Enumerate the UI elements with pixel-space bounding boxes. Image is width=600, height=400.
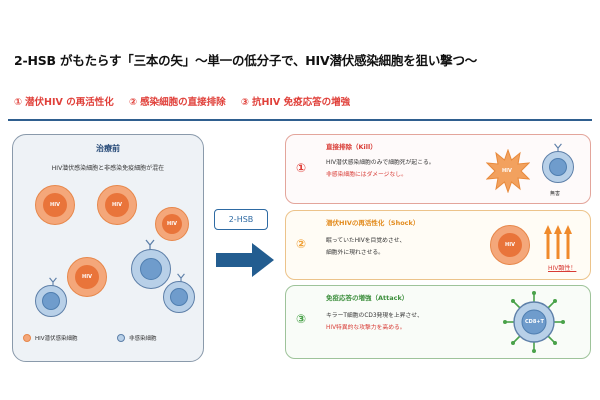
right-arrow-icon [216,243,274,277]
infected-cell-label: HIV [105,193,129,217]
uninfected-cell [163,281,195,313]
panel-line: 非感染細胞にはダメージなし。 [326,172,407,178]
panel-line: キラーT細胞のCD3発現を上昇させ、 [326,313,423,319]
panel-line: HIV特異的な攻撃力を高める。 [326,325,406,331]
drug-label-box: 2-HSB [214,209,268,230]
kill-panel: ① 直接排除（Kill） HIV潜伏感染細胞のみで細胞死が起こる。 非感染細胞に… [285,134,591,204]
infected-cell: HIV [155,207,189,241]
panel-line: HIV潜伏感染細胞のみで細胞死が起こる。 [326,160,435,166]
attack-panel: ③ 免疫応答の増強（Attack） キラーT細胞のCD3発現を上昇させ、 HIV… [285,285,591,359]
step-number: ② [296,237,307,251]
hiv-emergence-caption: HIV顕性！ [548,265,577,272]
infected-cell: HIV [35,185,75,225]
panel-heading: 免疫応答の増強（Attack） [326,294,409,302]
before-treatment-panel: 治療前 HIV潜伏感染細胞と非感染免疫細胞が混在 HIV HIV HIV HIV… [12,134,204,362]
panel-description: HIV潜伏感染細胞と非感染免疫細胞が混在 [51,165,165,172]
legend-uninfected-swatch [117,334,125,342]
legend-uninfected-label: 非感染細胞 [129,336,157,342]
reactivated-cell: HIV [490,225,530,265]
reactivated-cell-label: HIV [498,233,522,257]
infected-cell: HIV [67,257,107,297]
infected-cell-label: HIV [162,214,182,234]
legend-infected-label: HIV潜伏感染細胞 [35,336,78,342]
star-cell-label: HIV [502,168,512,174]
panel-line: 眠っていたHIVを目覚めさせ、 [326,238,406,244]
uninfected-cell [35,285,67,317]
infected-cell: HIV [97,185,137,225]
panel-line: 細胞外に現れさせる。 [326,250,384,256]
killer-t-cell-icon [503,291,565,353]
step-number: ③ [296,312,307,326]
infected-cell-label: HIV [75,265,99,289]
header-divider [8,119,592,121]
unharmed-cell [542,151,574,183]
panel-heading: 潜伏HIVの再活性化（Shock） [326,219,420,227]
unharmed-caption: 無害 [550,191,561,197]
page-title: 2-HSB がもたらす「三本の矢」～単一の低分子で、HIV潜伏感染細胞を狙い撃つ… [14,53,478,68]
infected-cell-label: HIV [43,193,67,217]
step-number: ① [296,161,307,175]
dying-cell-star-icon [486,149,530,193]
panel-heading: 直接排除（Kill） [326,143,377,151]
uninfected-cell [131,249,171,289]
up-arrows-icon [544,225,572,259]
panel-title: 治療前 [96,144,120,153]
shock-panel: ② 潜伏HIVの再活性化（Shock） 眠っていたHIVを目覚めさせ、 細胞外に… [285,210,591,280]
t-cell-label: CD8+T [525,319,544,325]
legend-infected-swatch [23,334,31,342]
